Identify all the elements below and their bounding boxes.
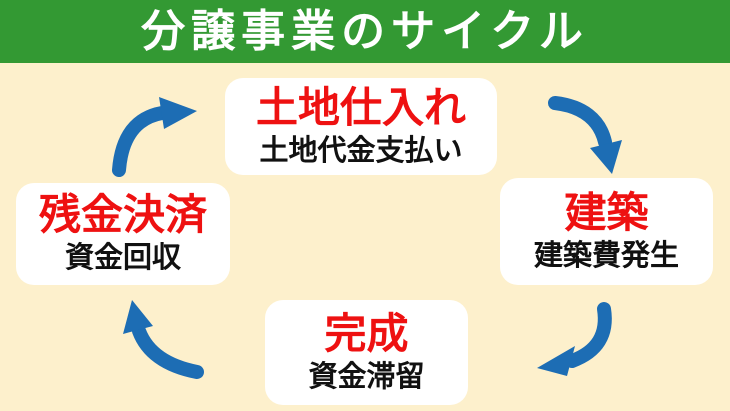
step-subtitle: 資金回収	[64, 242, 181, 275]
step-subtitle: 資金滞留	[308, 360, 425, 393]
curved-arrow-top-to-right-icon	[548, 96, 622, 174]
curved-arrow-bottom-to-left-icon	[123, 300, 204, 379]
step-subtitle: 建築費発生	[533, 239, 679, 272]
step-card-construction: 建築 建築費発生	[500, 178, 713, 285]
header: 分譲事業のサイクル	[0, 0, 730, 63]
page-title: 分譲事業のサイクル	[141, 6, 589, 56]
step-card-land-purchase: 土地仕入れ 土地代金支払い	[225, 78, 497, 175]
step-subtitle: 土地代金支払い	[259, 134, 463, 167]
step-title: 建築	[564, 188, 649, 236]
curved-arrow-left-to-top-icon	[112, 97, 197, 177]
step-title: 残金決済	[38, 191, 207, 239]
step-card-completion: 完成 資金滞留	[265, 300, 468, 405]
step-title: 土地仕入れ	[255, 83, 466, 131]
step-card-balance-settlement: 残金決済 資金回収	[16, 183, 230, 285]
curved-arrow-right-to-bottom-icon	[537, 302, 612, 376]
step-title: 完成	[324, 309, 409, 357]
